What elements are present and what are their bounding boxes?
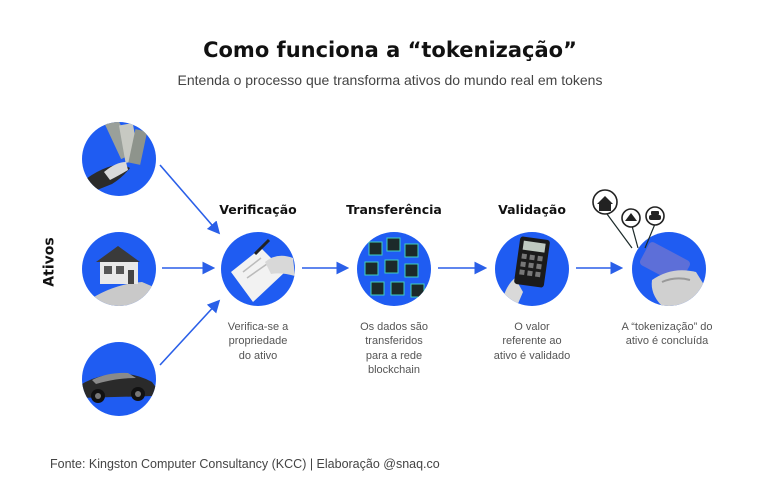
calculator-icon [501,236,550,306]
tokenization-circle [632,232,706,306]
asset-money-circle [82,122,156,196]
step-title-verification: Verificação [219,202,297,217]
validation-circle [495,232,569,306]
asset-house-circle [82,232,156,306]
document-hand-icon [231,238,295,302]
money-icon [82,122,148,196]
asset-car-circle [82,342,156,416]
arrow-money-to-verification [159,164,221,235]
phone-hand-icon [639,242,706,306]
token-house-icon [592,189,618,215]
page-subtitle: Entenda o processo que transforma ativos… [177,72,603,88]
arrow-car-to-verification [159,299,221,366]
car-icon [82,372,156,403]
page-title: Como funciona a “tokenização” [203,38,577,62]
verification-circle [221,232,295,306]
house-icon [86,246,156,306]
token-car-icon [645,206,665,226]
source-note: Fonte: Kingston Computer Consultancy (KC… [50,457,440,471]
transfer-circle [357,232,431,306]
token-money-icon [621,208,641,228]
step-title-validation: Validação [498,202,566,217]
blockchain-cubes-icon [364,237,425,298]
step-title-transfer: Transferência [346,202,442,217]
